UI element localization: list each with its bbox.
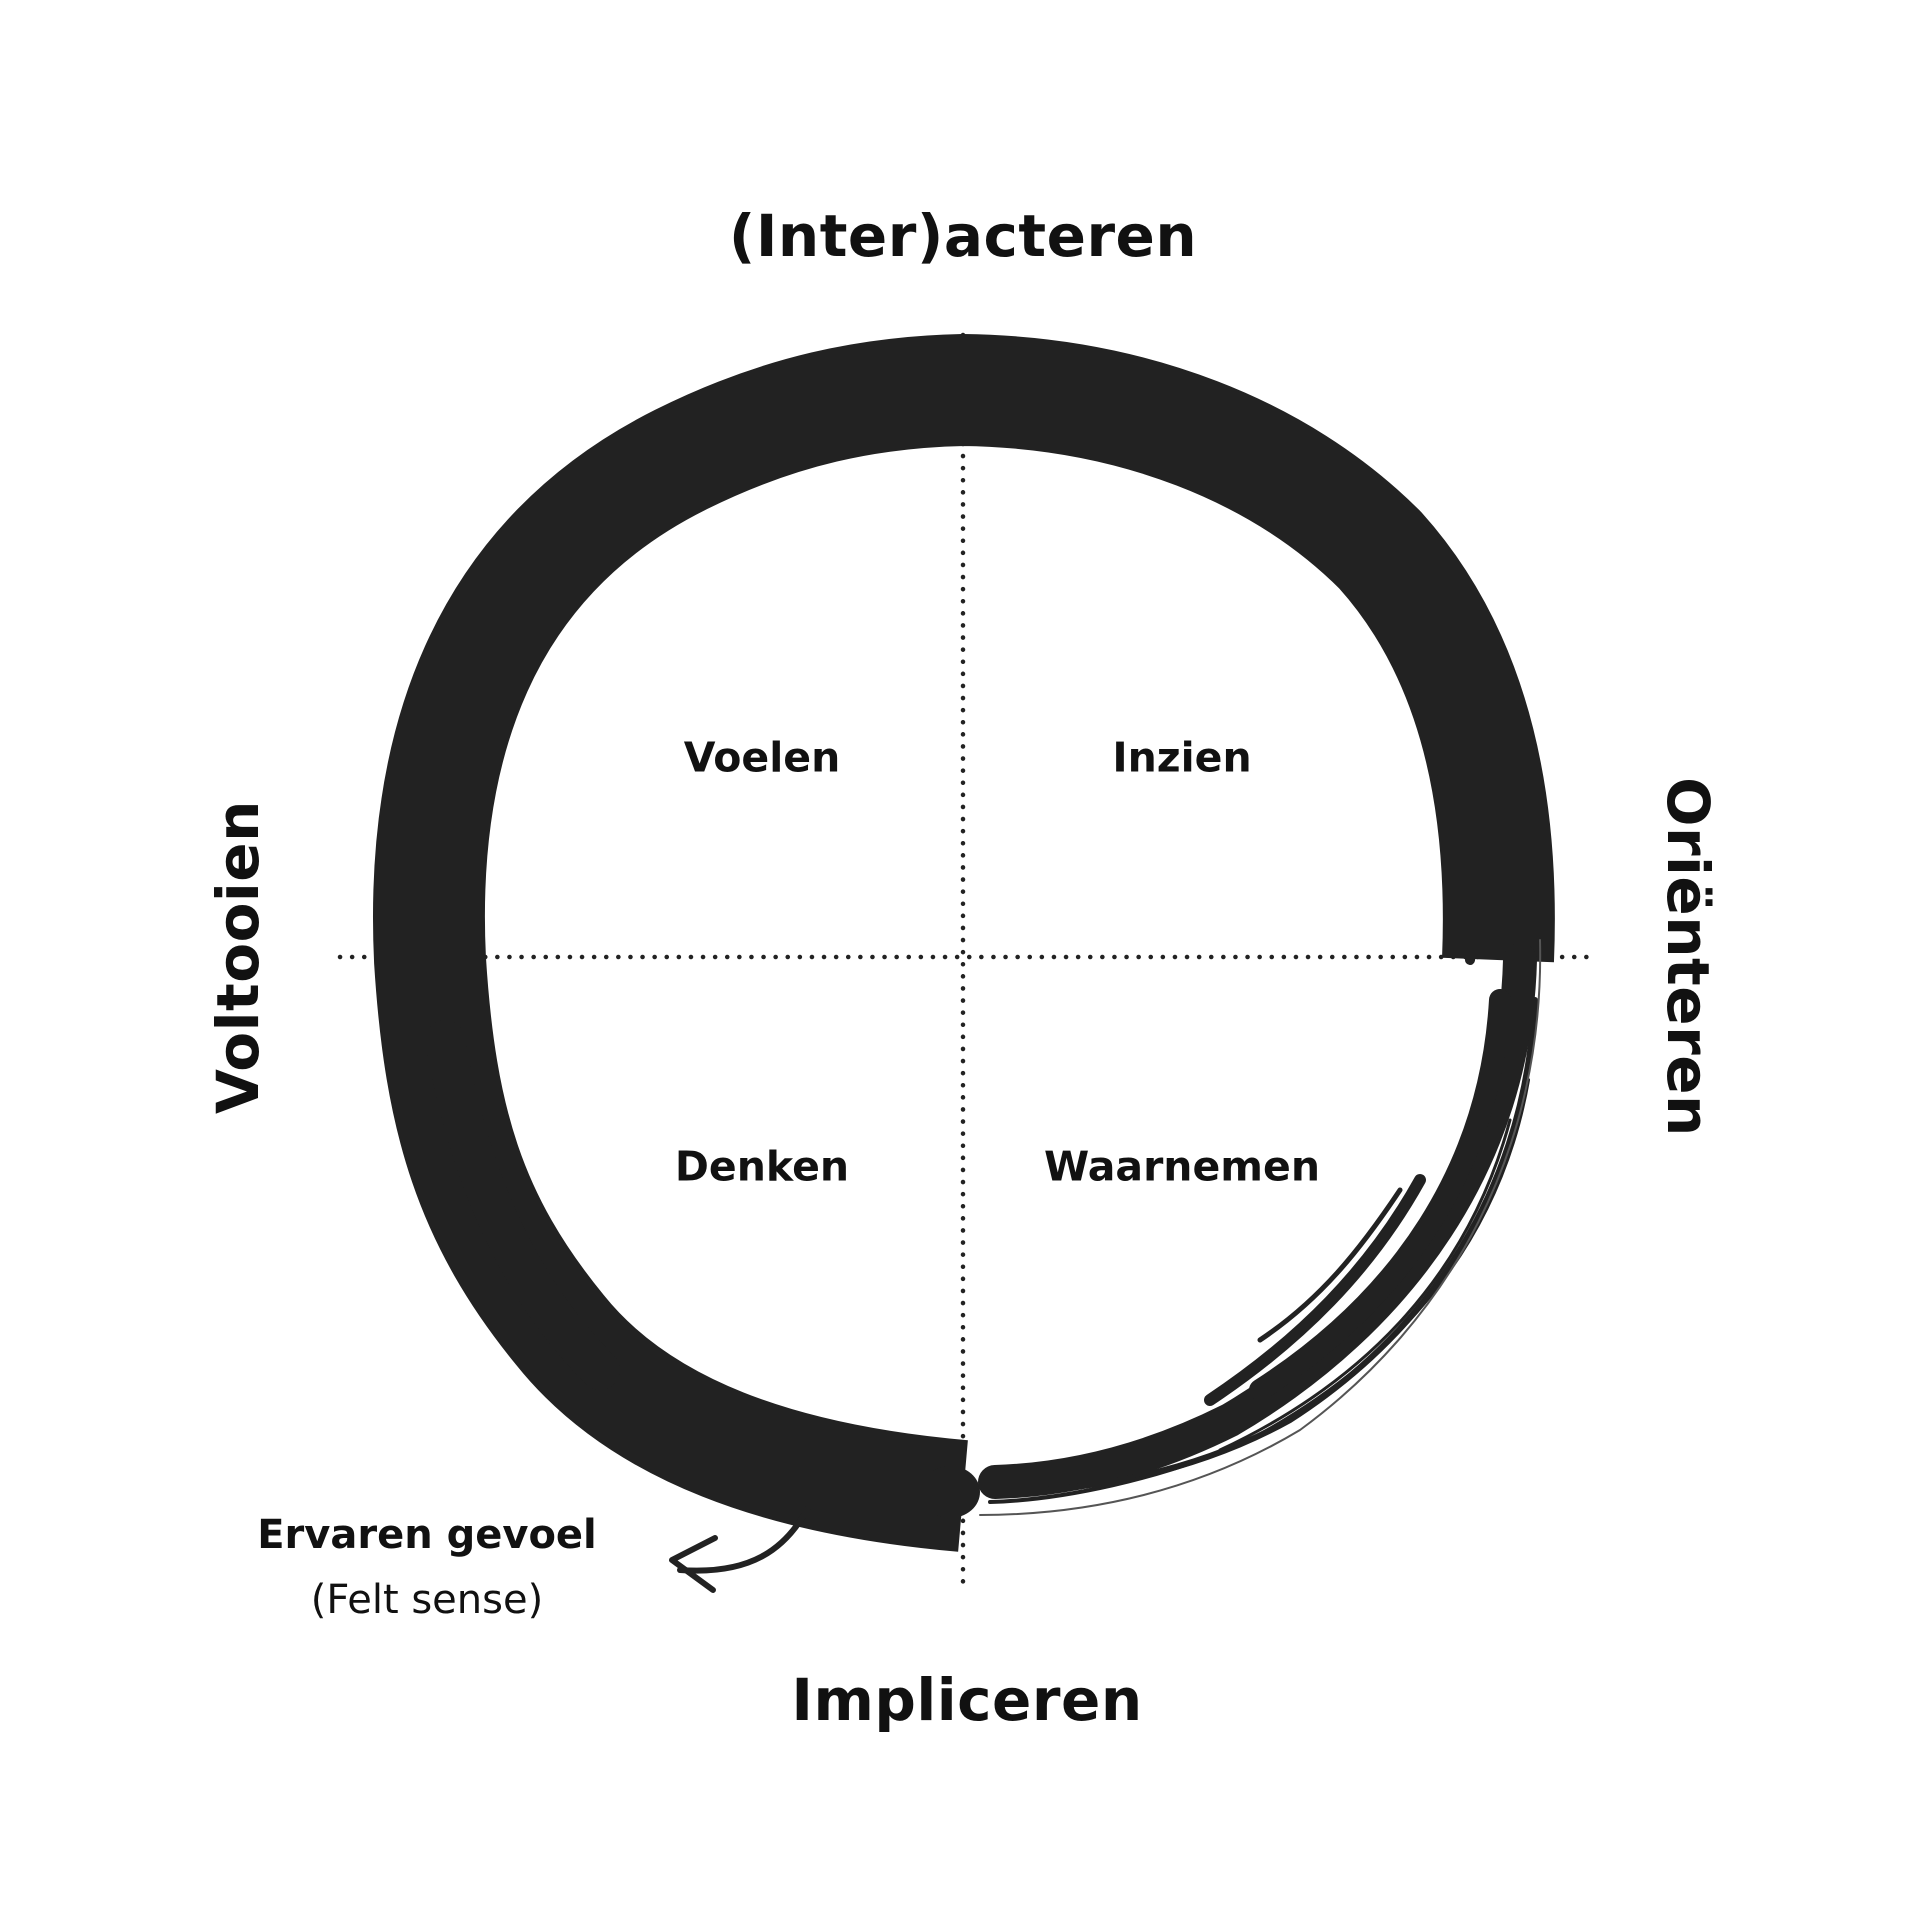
- arrow-head-icon: [669, 1535, 718, 1593]
- quadrant-label-top-left: Voelen: [683, 733, 841, 782]
- enso-ring-thick-part: [425, 1020, 620, 1390]
- axis-label-right: Oriënteren: [1654, 777, 1722, 1137]
- annotation-title: Ervaren gevoel: [257, 1512, 597, 1558]
- felt-sense-arrow: [677, 1505, 811, 1574]
- enso-brush-end: [920, 1466, 980, 1518]
- annotation-subtitle: (Felt sense): [310, 1577, 544, 1623]
- quadrant-label-bottom-right: Waarnemen: [1043, 1142, 1321, 1191]
- enso-dry-brush-strokes: [978, 775, 1542, 1516]
- axis-label-bottom: Impliceren: [791, 1666, 1143, 1734]
- quadrant-label-top-right: Inzien: [1112, 733, 1252, 782]
- quadrant-label-bottom-left: Denken: [674, 1142, 850, 1191]
- axis-label-left: Voltooien: [204, 800, 272, 1114]
- axis-label-top: (Inter)acteren: [728, 202, 1198, 270]
